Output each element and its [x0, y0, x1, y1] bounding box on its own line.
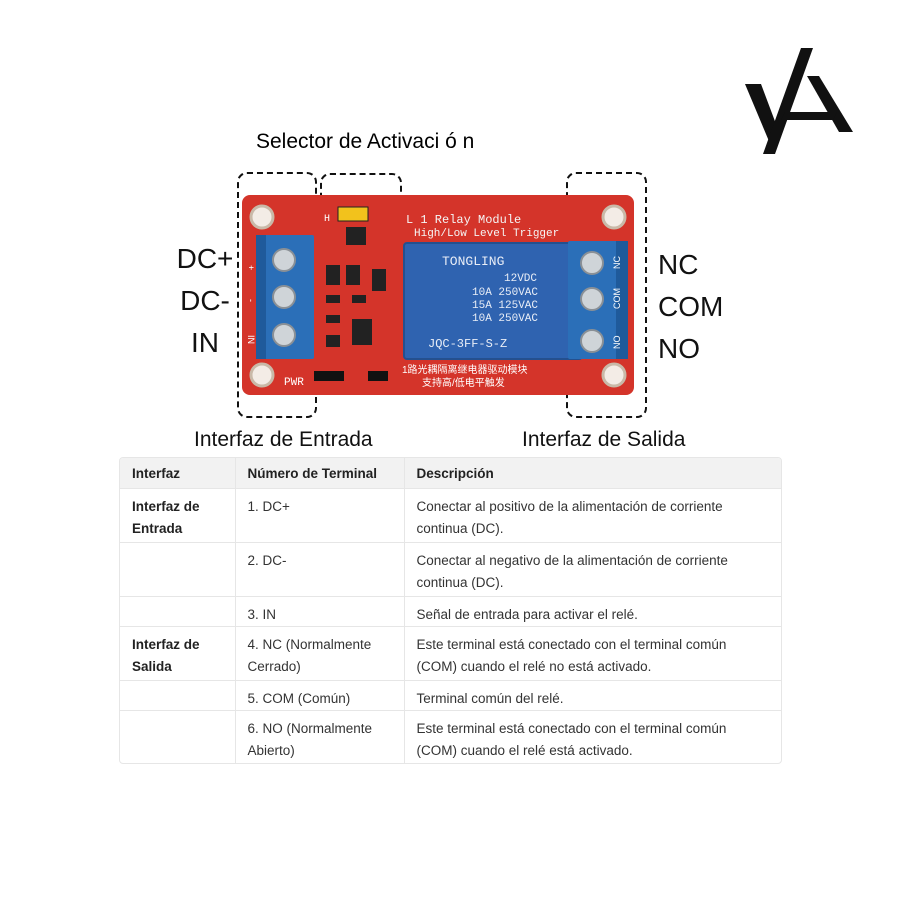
mark-in: IN: [246, 335, 256, 344]
selector-label: Selector de Activaci ó n: [256, 130, 475, 153]
row-group: [120, 710, 236, 763]
row-description: Conectar al negativo de la alimentación …: [404, 542, 781, 597]
relay-board: + - IN H L 1 Relay Module High/Low Level…: [242, 195, 634, 395]
output-terminal-labels: NC COM NO: [658, 244, 738, 370]
row-terminal: 2. DC-: [235, 542, 405, 597]
relay-line-1: 12VDC: [504, 273, 537, 285]
row-group: Interfaz de Salida: [120, 626, 236, 681]
header-interfaz: Interfaz: [120, 458, 236, 489]
output-interface-caption: Interfaz de Salida: [522, 428, 686, 451]
label-dc-minus: DC-: [180, 285, 230, 316]
mark-com: COM: [612, 288, 622, 309]
pwr-led: [314, 371, 344, 381]
relay-model: JQC-3FF-S-Z: [428, 337, 507, 351]
table-row: 5. COM (Común) Terminal común del relé.: [120, 680, 781, 711]
relay-line-4: 10A 250VAC: [472, 313, 538, 325]
smd-components: [326, 265, 386, 347]
label-no: NO: [658, 333, 700, 364]
table-row: Interfaz de Salida 4. NC (Normalmente Ce…: [120, 626, 781, 681]
board-title-line1: L 1 Relay Module: [406, 213, 521, 227]
terminal-spec-table: Interfaz Número de Terminal Descripción …: [119, 457, 782, 764]
header-descripcion: Descripción: [404, 458, 781, 489]
header-terminal: Número de Terminal: [235, 458, 405, 489]
row-terminal: 1. DC+: [235, 488, 405, 543]
relay: TONGLING 12VDC 10A 250VAC 15A 125VAC 10A…: [403, 242, 583, 360]
table-row: Interfaz de Entrada 1. DC+ Conectar al p…: [120, 488, 781, 543]
status-led: [368, 371, 388, 381]
row-description: Terminal común del relé.: [404, 680, 781, 711]
mounting-holes: [249, 204, 627, 388]
jumper: [337, 206, 369, 222]
relay-line-2: 10A 250VAC: [472, 287, 538, 299]
row-description: Este terminal está conectado con el term…: [404, 626, 781, 681]
label-in: IN: [191, 327, 219, 358]
input-terminal-block: + - IN: [246, 235, 314, 359]
output-terminal-block: NC COM NO: [568, 241, 628, 359]
mark-plus: +: [246, 265, 256, 270]
table-header-row: Interfaz Número de Terminal Descripción: [120, 458, 781, 489]
cn-line-2: 支持高/低电平触发: [422, 376, 505, 389]
board-title-line2: High/Low Level Trigger: [414, 228, 559, 240]
relay-line-3: 15A 125VAC: [472, 300, 538, 312]
input-terminal-labels: DC+ DC- IN: [172, 238, 238, 364]
mark-nc: NC: [612, 256, 622, 269]
cn-line-1: 1路光耦隔离继电器驱动模块: [402, 363, 528, 376]
row-terminal: 5. COM (Común): [235, 680, 405, 711]
row-description: Conectar al positivo de la alimentación …: [404, 488, 781, 543]
pwr-label: PWR: [284, 377, 304, 389]
input-interface-caption: Interfaz de Entrada: [194, 428, 373, 451]
label-com: COM: [658, 291, 724, 322]
row-group: [120, 596, 236, 627]
table-row: 2. DC- Conectar al negativo de la alimen…: [120, 542, 781, 597]
mark-no: NO: [612, 336, 622, 350]
row-group: [120, 542, 236, 597]
va-logo: [745, 48, 853, 154]
row-terminal: 6. NO (Normalmente Abierto): [235, 710, 405, 763]
row-description: Este terminal está conectado con el term…: [416, 721, 727, 758]
ic-chip: [346, 227, 366, 245]
table-row: 3. IN Señal de entrada para activar el r…: [120, 596, 781, 627]
label-nc: NC: [658, 249, 699, 280]
label-dc-plus: DC+: [176, 243, 234, 274]
row-group: Interfaz de Entrada: [120, 488, 236, 543]
row-description: Señal de entrada para activar el relé.: [404, 596, 781, 627]
row-terminal: 3. IN: [235, 596, 405, 627]
row-terminal: 4. NC (Normalmente Cerrado): [235, 626, 405, 681]
table-row: 6. NO (Normalmente Abierto) Este termina…: [120, 710, 781, 763]
relay-brand: TONGLING: [442, 254, 504, 269]
jumper-letter: H: [324, 214, 330, 225]
mark-minus: -: [246, 299, 256, 302]
row-group: [120, 680, 236, 711]
